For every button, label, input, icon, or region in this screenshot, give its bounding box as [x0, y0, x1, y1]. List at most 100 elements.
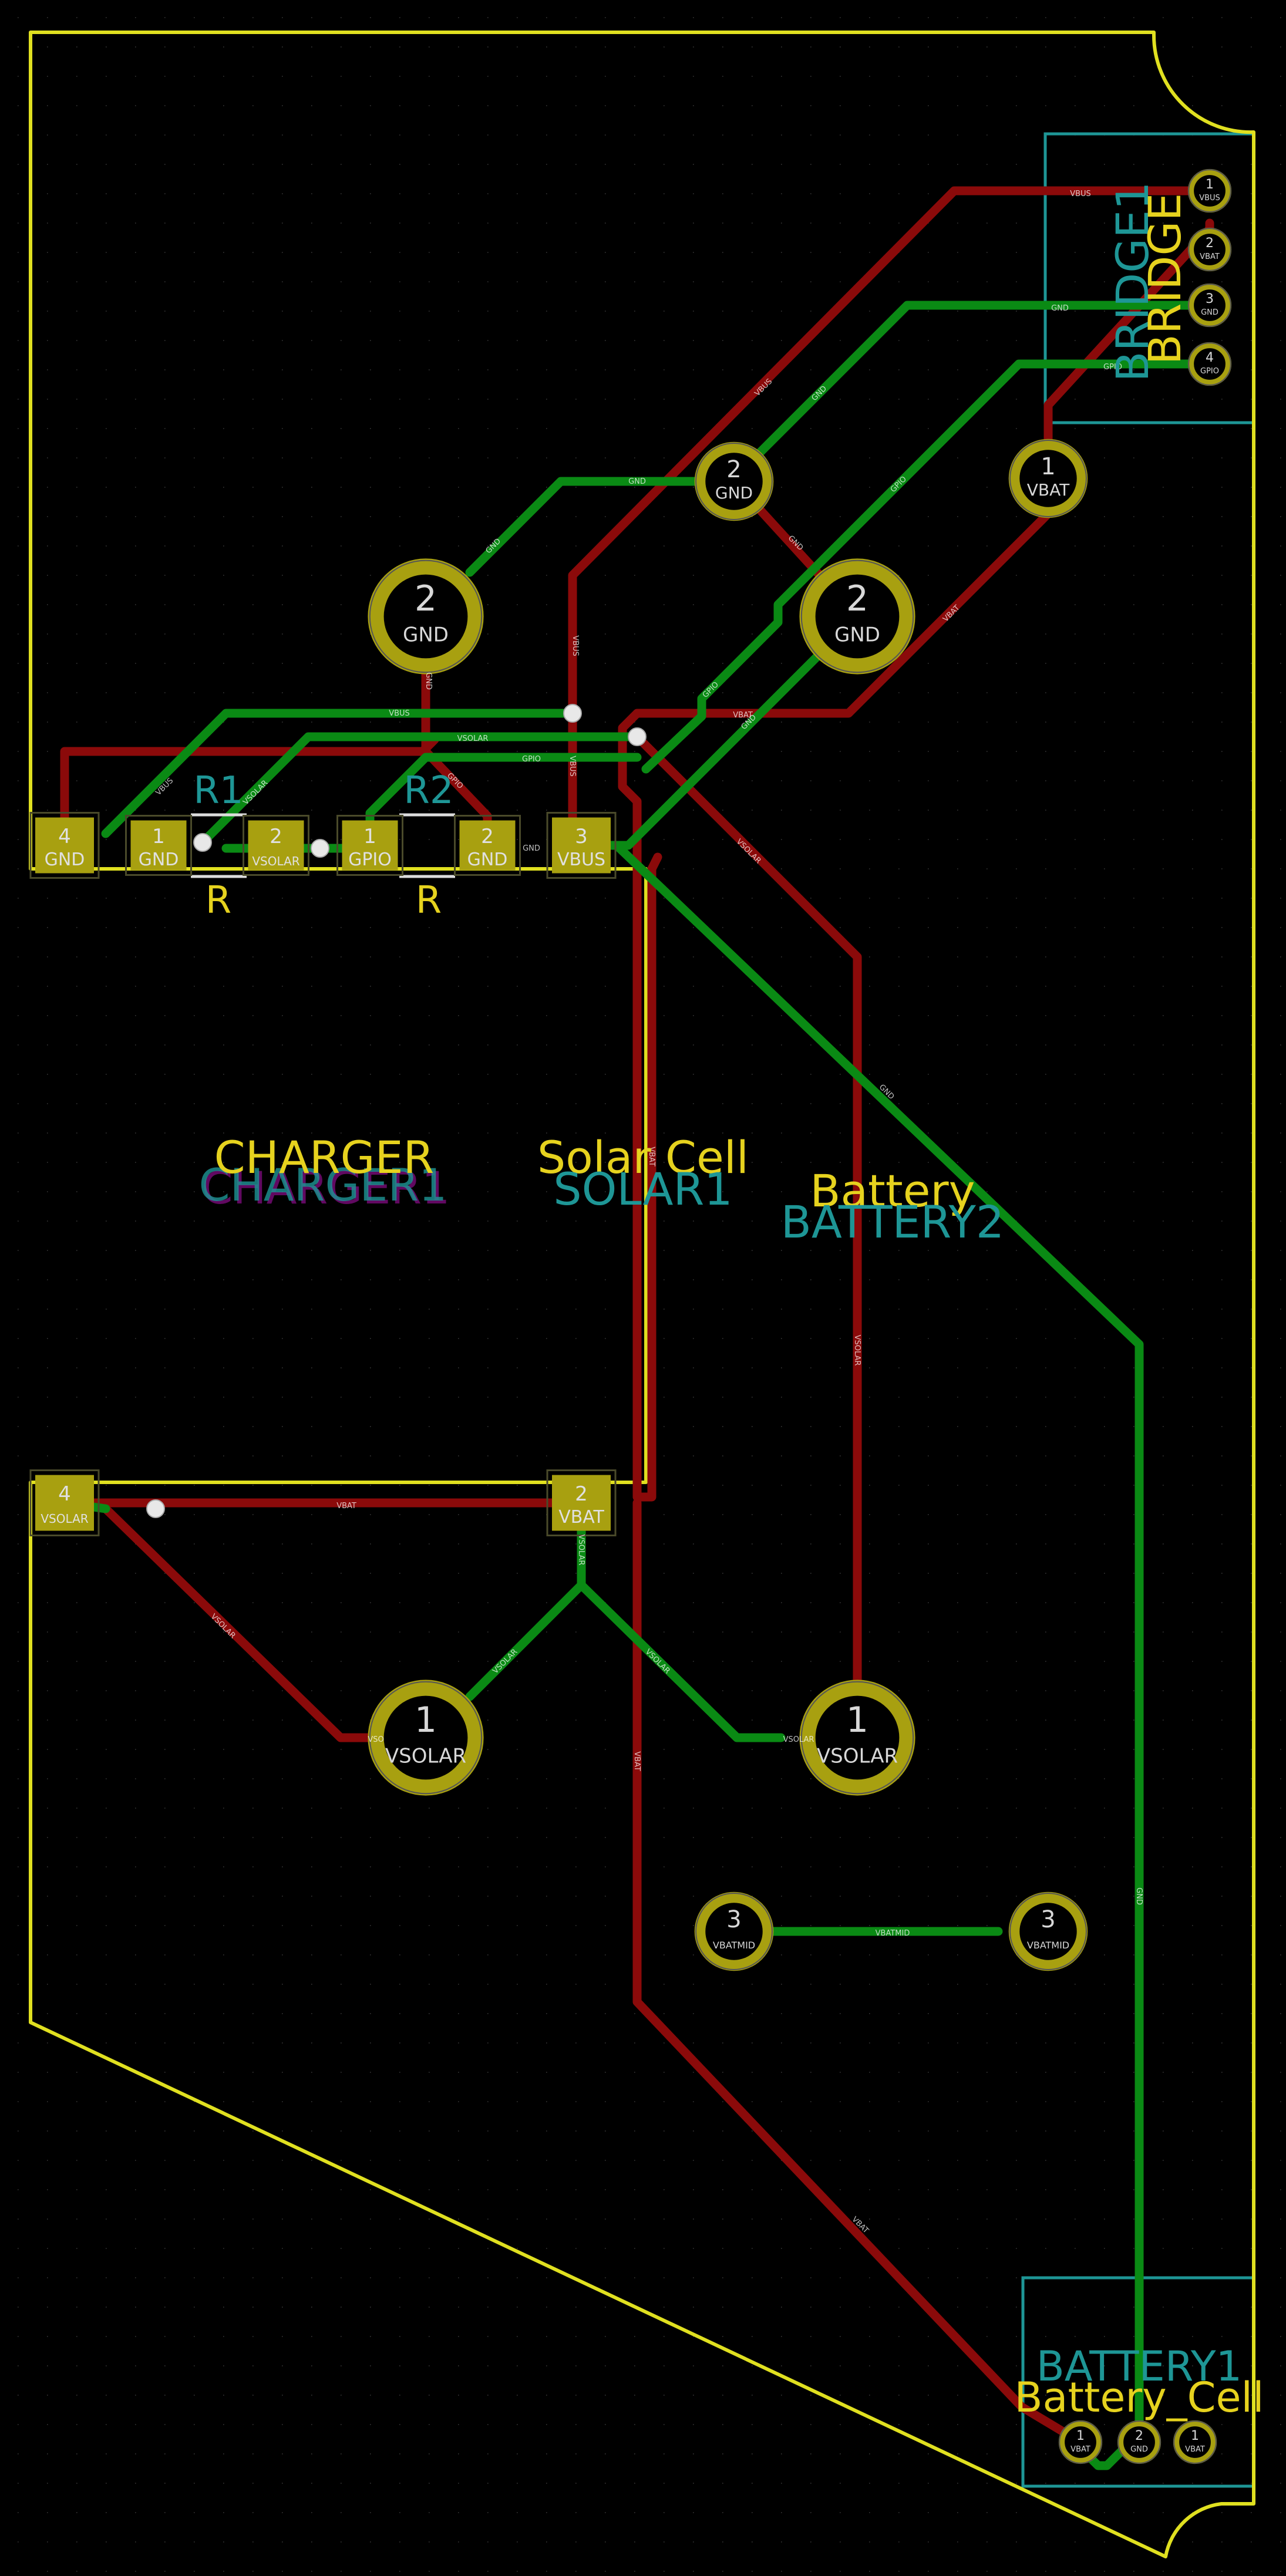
track-label-22: GND — [523, 844, 540, 853]
track-label-23: VBUS — [568, 756, 577, 777]
pad-net-name: VBUS — [1199, 194, 1220, 203]
pad-net-name: VBATMID — [713, 1940, 755, 1951]
pad-number: 3 — [1206, 292, 1214, 306]
track-label-24: VBAT — [647, 1147, 656, 1166]
pad-outline — [1059, 2420, 1102, 2464]
track-label-10: VBUS — [571, 635, 580, 656]
pad-outline — [1188, 169, 1231, 213]
pad-clearance — [29, 812, 100, 879]
pad-number: 4 — [58, 825, 71, 848]
track-label-27: VBAT — [336, 1502, 356, 1510]
via-4 — [146, 1499, 165, 1518]
front-track-6 — [60, 735, 439, 850]
pad-number: 1 — [846, 1700, 868, 1741]
pad-net-name: VBAT — [1070, 2445, 1090, 2454]
track-label-31: VSOLAR — [577, 1535, 585, 1566]
pad-net-name: VBAT — [1027, 480, 1070, 500]
back-track-10 — [577, 1580, 786, 1742]
pad-ring — [1008, 439, 1088, 518]
track-label-13: VSOLAR — [457, 734, 489, 743]
pad-number: 1 — [1041, 453, 1055, 480]
pad-net-name: VBUS — [557, 849, 605, 870]
pad-number: 2 — [481, 825, 494, 848]
pad-ring — [799, 1680, 915, 1796]
pad-ring — [1058, 2420, 1103, 2464]
pad-copper — [248, 820, 304, 871]
via-1 — [628, 727, 647, 746]
track-label-7: GND — [628, 477, 646, 486]
pad-net-name: GPIO — [348, 849, 392, 870]
pad-outline — [1009, 440, 1087, 517]
r1-value: R — [206, 879, 231, 922]
back-track-1 — [641, 359, 1214, 774]
battery1-reference: BATTERY1 — [1036, 2342, 1242, 2390]
pad-clearance — [546, 1469, 617, 1536]
pad-net-name: GND — [715, 483, 753, 503]
bridge1-reference: BRIDGE1 — [1106, 181, 1159, 382]
pad-outline — [369, 1681, 483, 1795]
track-label-1: GND — [1051, 304, 1069, 313]
edge-cuts-outline — [29, 31, 1255, 2558]
pad-net-name: GND — [1130, 2445, 1148, 2454]
pad-ring — [1187, 283, 1232, 328]
back-track-3 — [101, 709, 577, 838]
pad-outline — [1173, 2420, 1217, 2464]
pad-net-name: VSOLAR — [41, 1512, 88, 1526]
track-label-2: GPIO — [1103, 363, 1122, 372]
pad-number: 1 — [152, 825, 165, 848]
track-label-0: VBUS — [1070, 190, 1091, 198]
back-track-4 — [201, 732, 642, 844]
track-label-37: VSOLAR — [783, 1735, 814, 1744]
pad-outline — [695, 1893, 773, 1970]
pad-net-name: VSOLAR — [385, 1745, 466, 1768]
pad-number: 3 — [726, 1906, 741, 1933]
pad-copper — [552, 817, 611, 874]
via-layer — [146, 704, 647, 1518]
pad-copper — [35, 1475, 94, 1531]
pad-clearance — [29, 1469, 100, 1536]
pad-outline — [1117, 2420, 1161, 2464]
pad-layer[interactable]: 2GND2GND1VSOLAR1VSOLAR2GND1VBAT3VBATMID3… — [29, 168, 1232, 2464]
pad-ring — [799, 558, 915, 675]
pad-number: 3 — [575, 825, 588, 848]
pad-copper — [459, 820, 516, 871]
pad-ring — [1187, 342, 1232, 386]
pad-net-name: VSOLAR — [817, 1745, 898, 1768]
front-track-3 — [618, 509, 1053, 1502]
pad-clearance — [125, 815, 192, 876]
track-label-33: VBATMID — [876, 1929, 910, 1938]
pad-net-name: GND — [403, 623, 449, 647]
pad-net-name: GND — [1201, 308, 1218, 317]
board-outline — [29, 31, 1255, 2558]
track-label-34: GND — [1134, 1887, 1143, 1905]
pad-number: 2 — [575, 1482, 588, 1506]
front-track-8 — [101, 1504, 381, 1742]
charger-value: CHARGER — [214, 1131, 435, 1184]
via-0 — [563, 704, 582, 723]
pad-ring — [1173, 2420, 1217, 2464]
